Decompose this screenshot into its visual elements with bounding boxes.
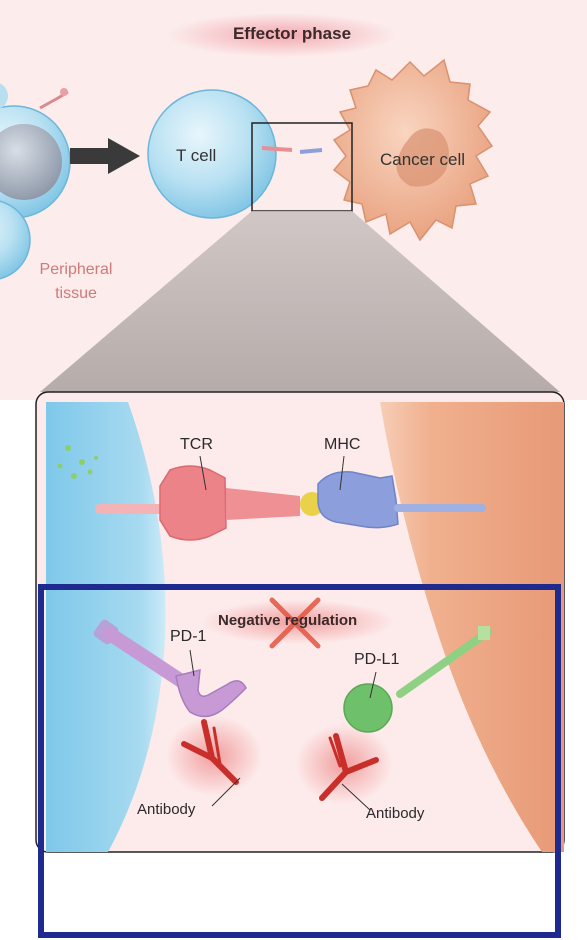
peripheral-tissue-line2: tissue	[26, 282, 126, 306]
peripheral-tissue-label: Peripheral tissue	[26, 258, 126, 306]
peripheral-tissue-line1: Peripheral	[26, 258, 126, 282]
phase-title: Effector phase	[212, 24, 372, 44]
cancer-cell-label: Cancer cell	[380, 150, 465, 170]
tcr-label: TCR	[180, 436, 213, 454]
t-cell-label: T cell	[176, 146, 216, 166]
mhc-label: MHC	[324, 436, 360, 454]
highlight-box	[38, 584, 561, 938]
